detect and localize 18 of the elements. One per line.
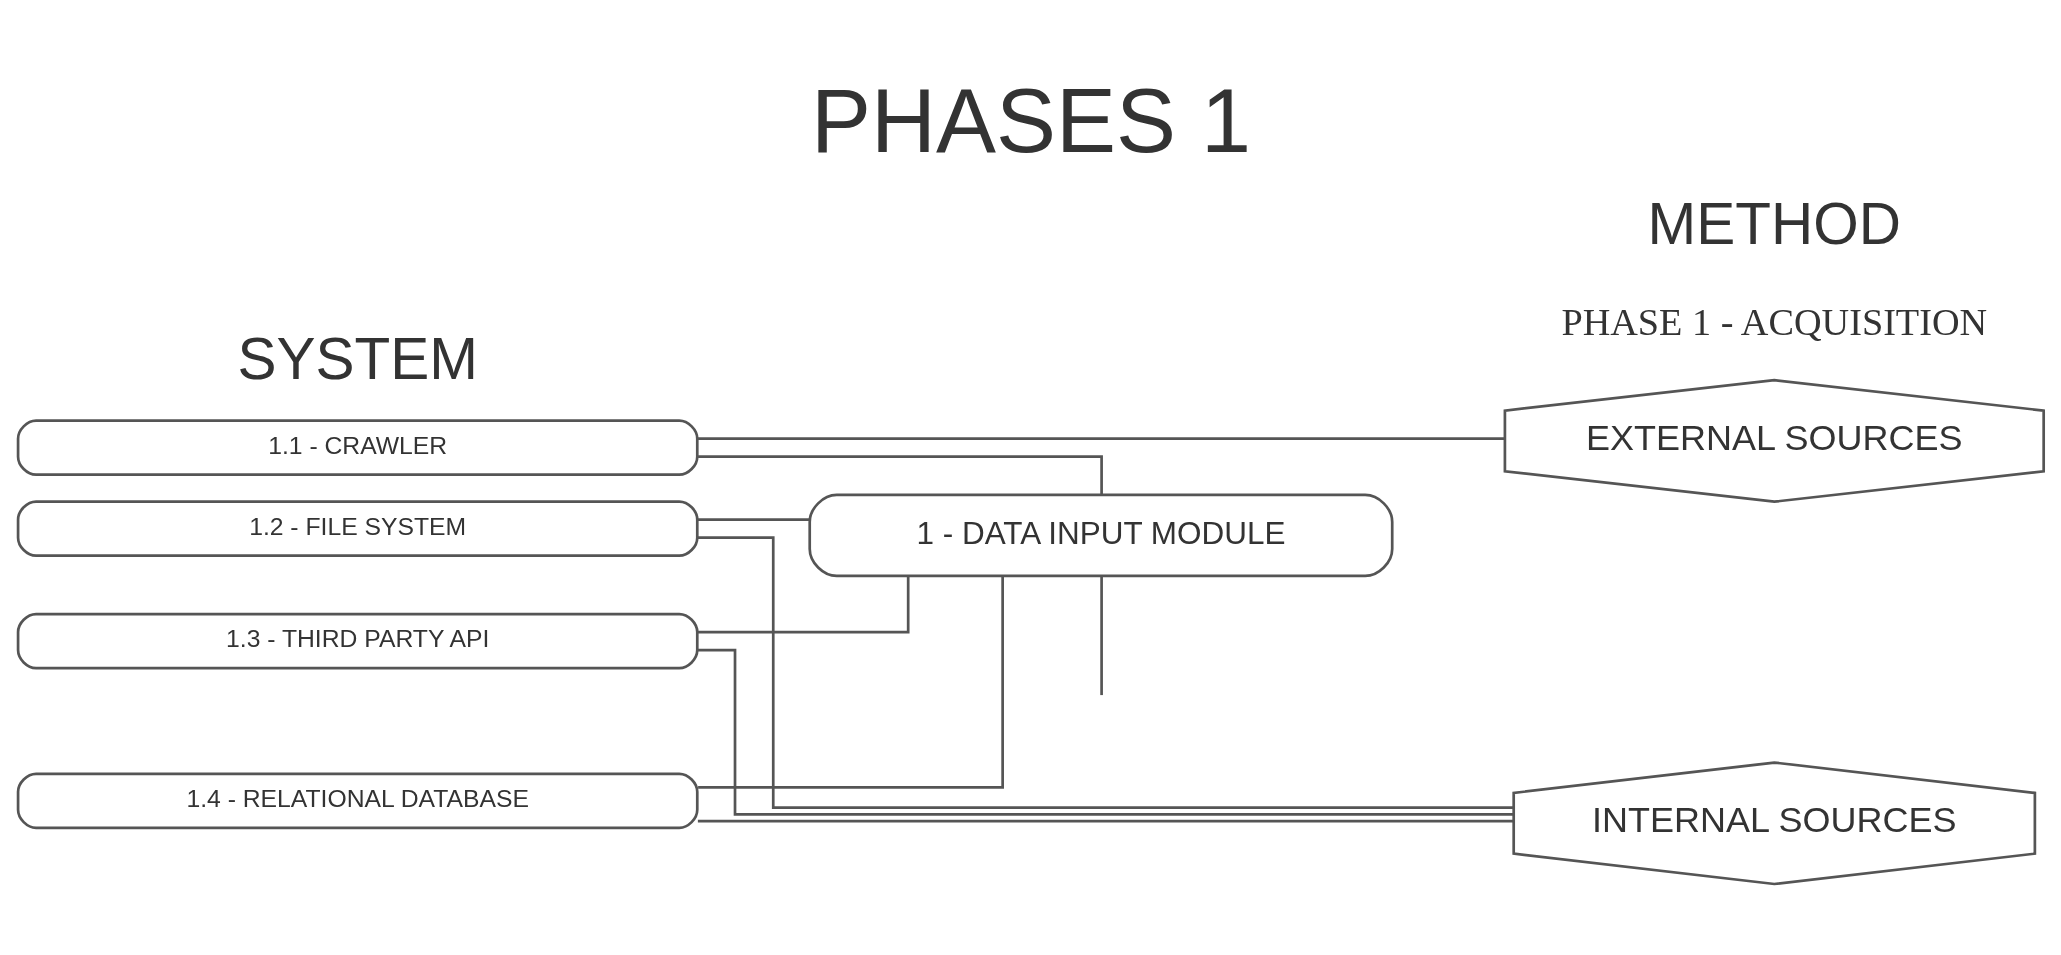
connector <box>697 437 1504 441</box>
connector <box>697 536 1513 809</box>
label: SYSTEM <box>236 325 478 391</box>
connector <box>697 455 1103 495</box>
label: METHOD <box>1647 190 1901 256</box>
node-box: 1.4 - RELATIONAL DATABASE <box>16 772 699 830</box>
node-box: 1.3 - THIRD PARTY API <box>16 612 699 670</box>
connector <box>696 648 1513 816</box>
connector <box>697 819 1513 823</box>
diagram-title: PHASES 1 <box>810 70 1251 171</box>
node-box: 1.2 - FILE SYSTEM <box>16 500 699 557</box>
connector <box>1099 576 1103 696</box>
node-box: 1 - DATA INPUT MODULE <box>807 493 1394 578</box>
connector <box>697 577 1004 789</box>
label: PHASE 1 - ACQUISITION <box>1560 301 1987 344</box>
connector <box>697 518 809 521</box>
node-box: 1.1 - CRAWLER <box>16 419 699 477</box>
connector <box>697 577 910 634</box>
